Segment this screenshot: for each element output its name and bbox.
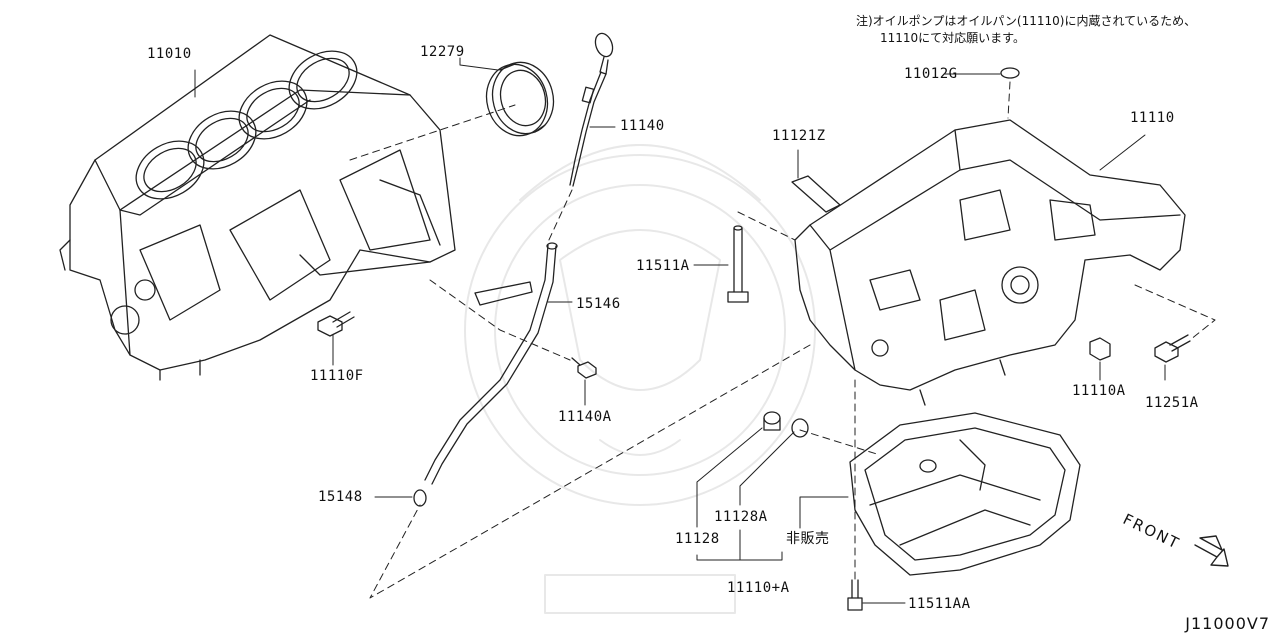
oil-level-gauge-11140 (569, 32, 614, 187)
label-11110[interactable]: 11110 (1130, 110, 1175, 126)
label-12279[interactable]: 12279 (420, 44, 465, 60)
stud-11110A (1089, 337, 1111, 361)
oil-pan-lower (849, 412, 1081, 576)
label-11128A[interactable]: 11128A (714, 509, 768, 525)
label-11128[interactable]: 11128 (675, 531, 720, 547)
leader-lines (194, 57, 1166, 604)
oil-pan-upper-11110 (794, 119, 1186, 406)
label-11110-plus-a[interactable]: 11110+A (727, 580, 790, 596)
note-line-1: 注)オイルポンプはオイルパン(11110)に内蔵されているため、 (856, 14, 1197, 28)
label-11511A[interactable]: 11511A (636, 258, 690, 274)
rear-oil-seal-12279 (485, 61, 555, 137)
label-not-sold: 非販売 (786, 531, 830, 547)
label-11121Z[interactable]: 11121Z (772, 128, 826, 144)
label-11010[interactable]: 11010 (147, 46, 192, 62)
bolt-11511A (727, 225, 749, 303)
bolt-11110F (317, 311, 355, 337)
drain-plug-11128 (763, 411, 781, 431)
label-15146[interactable]: 15146 (576, 296, 621, 312)
watermark-emblem (464, 144, 816, 614)
washer-11012G (1000, 67, 1020, 79)
label-11251A[interactable]: 11251A (1145, 395, 1199, 411)
label-11511AA[interactable]: 11511AA (908, 596, 971, 612)
front-arrow-icon (1194, 535, 1229, 567)
bolt-11511AA (847, 579, 863, 611)
diagram-code: J11000V7 (1185, 614, 1270, 633)
label-11012G[interactable]: 11012G (904, 66, 958, 82)
oil-gauge-guide-15146 (424, 242, 558, 485)
bolt-11251A (1154, 334, 1191, 363)
note-line-2: 11110にて対応願います。 (880, 31, 1025, 45)
o-ring-15148 (413, 489, 427, 507)
label-11140[interactable]: 11140 (620, 118, 665, 134)
label-11110A[interactable]: 11110A (1072, 383, 1126, 399)
label-11140A[interactable]: 11140A (558, 409, 612, 425)
gasket-11128A (791, 418, 809, 438)
label-15148[interactable]: 15148 (318, 489, 363, 505)
strainer-11121Z (791, 175, 841, 213)
bolt-11140A (571, 357, 597, 379)
label-11110F[interactable]: 11110F (310, 368, 364, 384)
cylinder-block-11010 (59, 34, 456, 381)
dashed-alignment-lines (349, 81, 1216, 599)
